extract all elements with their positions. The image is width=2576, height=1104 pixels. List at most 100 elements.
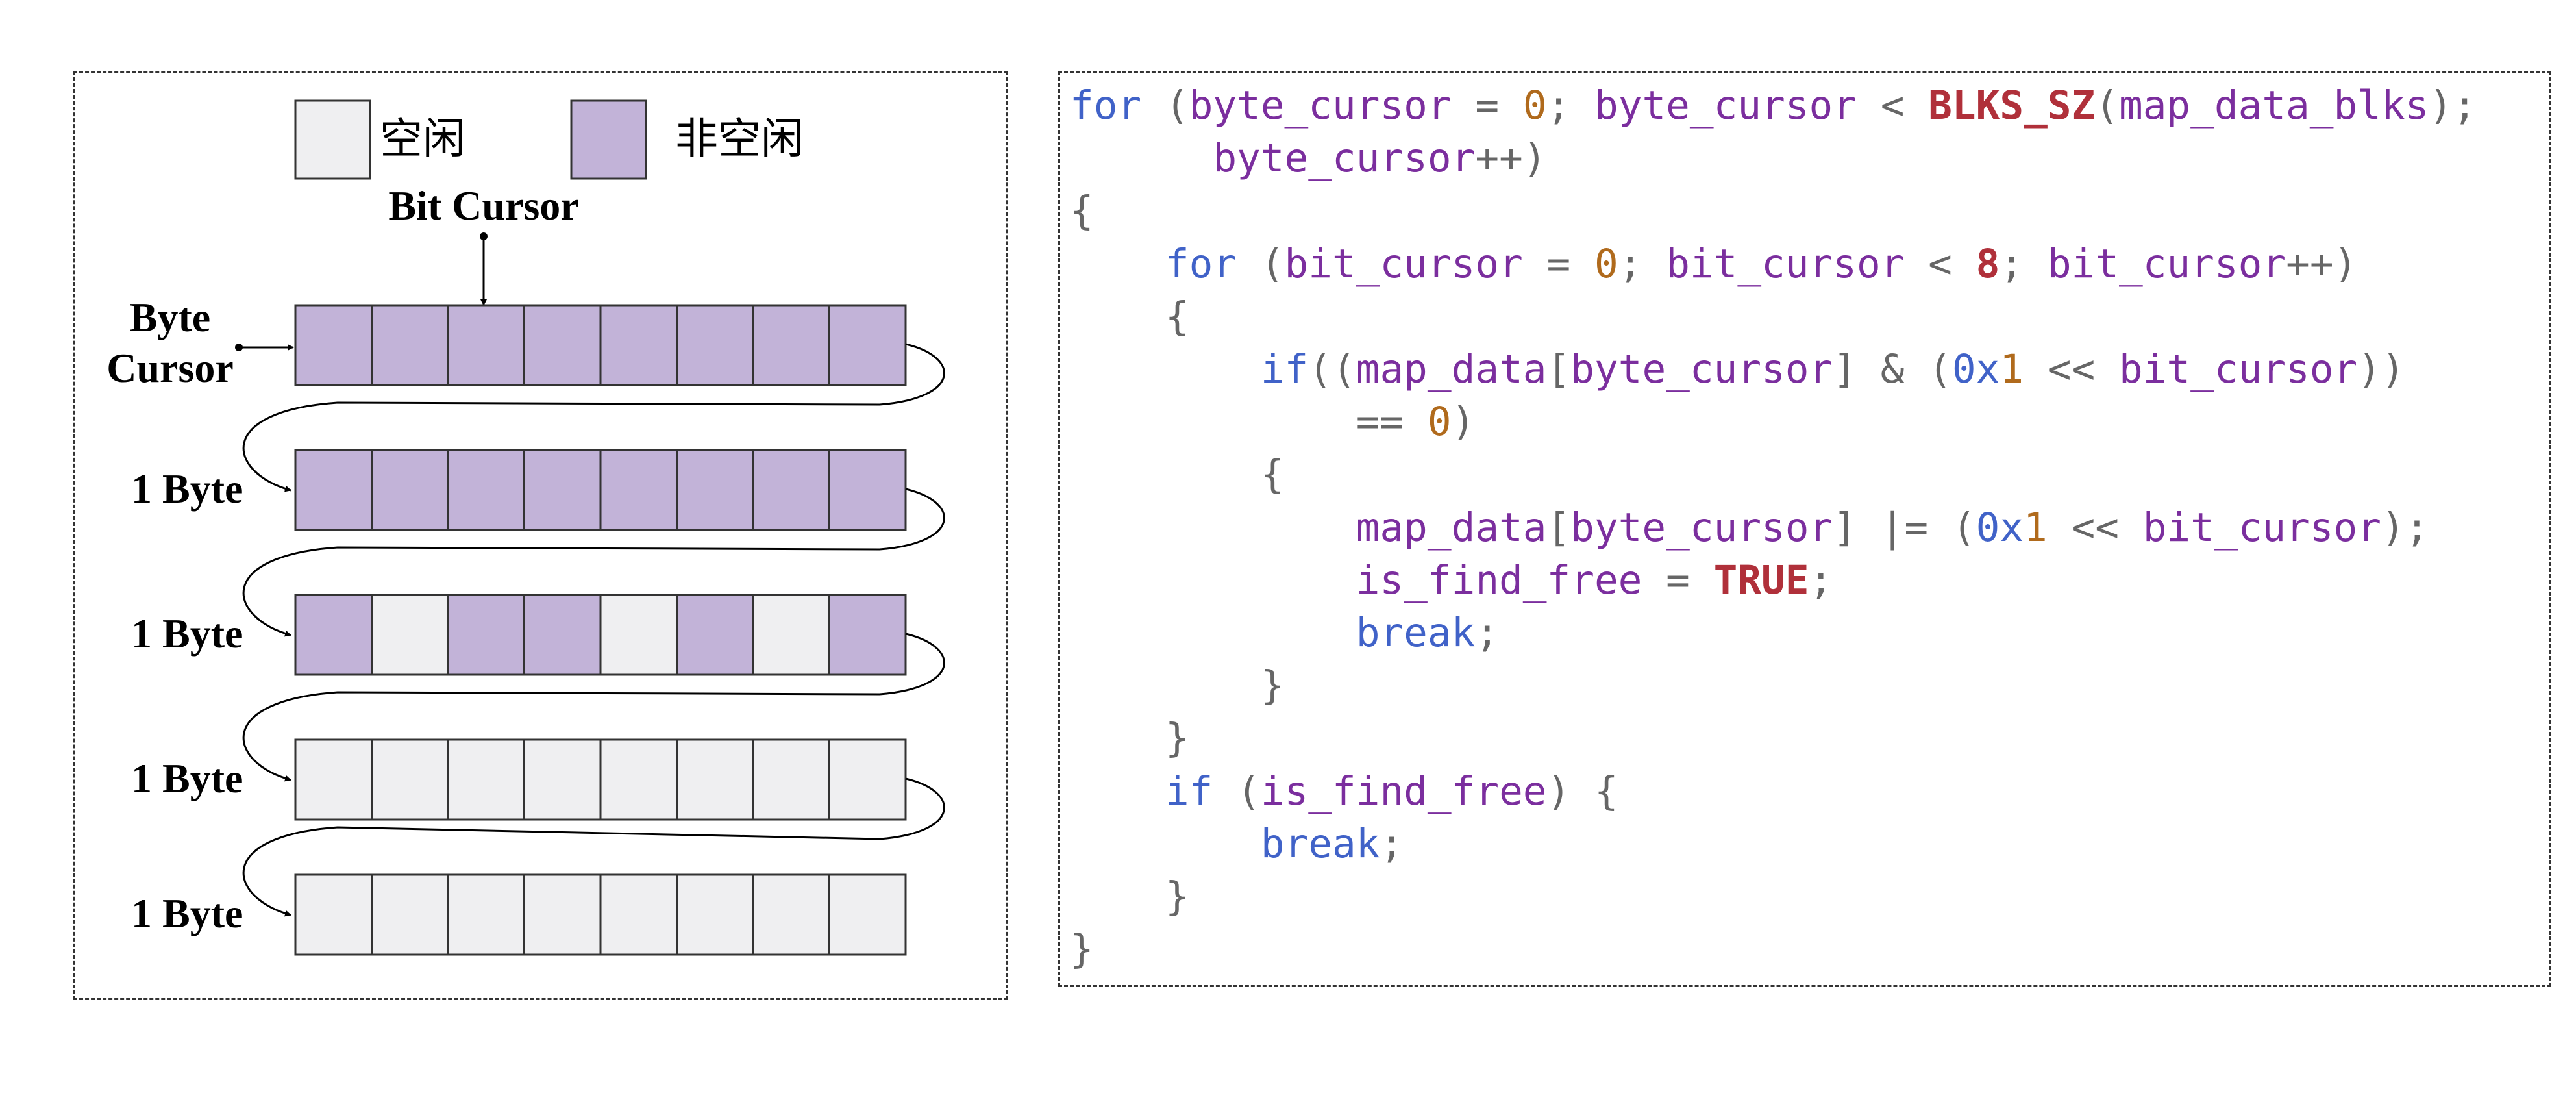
bit-cell-free bbox=[599, 594, 678, 676]
code-token: } bbox=[1070, 873, 1189, 920]
bit-cell-free bbox=[371, 738, 449, 821]
code-token bbox=[1070, 610, 1356, 656]
bit-cell-used bbox=[294, 304, 373, 386]
legend-used-swatch bbox=[570, 99, 647, 180]
bit-cell-free bbox=[447, 873, 525, 956]
code-token: ( bbox=[1141, 82, 1189, 129]
bit-cell-free bbox=[371, 873, 449, 956]
bit-cell-free bbox=[599, 738, 678, 821]
code-line: { bbox=[1070, 290, 2477, 343]
bit-cell-used bbox=[447, 594, 525, 676]
code-token: < bbox=[1856, 82, 1929, 129]
code-line: } bbox=[1070, 870, 2477, 923]
code-token bbox=[1070, 241, 1165, 287]
code-token: bit_cursor bbox=[2142, 504, 2381, 551]
bit-cell-free bbox=[752, 738, 830, 821]
code-line: if((map_data[byte_cursor] & (0x1 << bit_… bbox=[1070, 343, 2477, 395]
bit-cell-used bbox=[676, 449, 754, 531]
code-token: ( bbox=[1213, 768, 1261, 814]
code-token bbox=[1070, 346, 1261, 392]
bit-cell-free bbox=[828, 738, 907, 821]
code-token: { bbox=[1070, 451, 1285, 498]
bit-cell-free bbox=[523, 738, 602, 821]
code-token: 0 bbox=[1594, 240, 1618, 287]
code-token: 0x bbox=[1951, 346, 2000, 393]
bit-cell-used bbox=[523, 449, 602, 531]
code-token: if bbox=[1165, 768, 1213, 814]
byte-label: 1 Byte bbox=[131, 755, 243, 801]
code-token: 0 bbox=[1522, 82, 1547, 129]
code-token: ) { bbox=[1546, 768, 1618, 814]
code-token: for bbox=[1165, 240, 1237, 287]
code-token: bit_cursor bbox=[2118, 346, 2358, 393]
code-token: << bbox=[2047, 504, 2143, 551]
code-token: ); bbox=[2381, 504, 2429, 551]
code-token: { bbox=[1070, 188, 1094, 234]
bit-cell-used bbox=[676, 304, 754, 386]
bit-cell-used bbox=[523, 594, 602, 676]
code-line: for (byte_cursor = 0; byte_cursor < BLKS… bbox=[1070, 79, 2477, 132]
bit-cell-used bbox=[447, 449, 525, 531]
bit-cell-free bbox=[599, 873, 678, 956]
byte-cursor-label-line1: Byte bbox=[130, 294, 210, 340]
code-token: { bbox=[1070, 293, 1189, 340]
row-connector-arrow bbox=[242, 633, 945, 782]
code-token: ] & ( bbox=[1833, 346, 1952, 393]
legend-used-label: 非空闲 bbox=[675, 114, 804, 164]
code-token: ; bbox=[1618, 240, 1666, 287]
bit-cell-used bbox=[828, 304, 907, 386]
code-token: ; bbox=[1475, 610, 1500, 657]
bit-cursor-label: Bit Cursor bbox=[388, 182, 578, 229]
code-token bbox=[1070, 505, 1356, 551]
code-token: bit_cursor bbox=[1666, 240, 1905, 287]
byte-label: 1 Byte bbox=[131, 466, 243, 512]
code-token: BLKS_SZ bbox=[1928, 82, 2096, 129]
code-token: } bbox=[1070, 715, 1189, 762]
bit-cell-free bbox=[523, 873, 602, 956]
code-line: if (is_find_free) { bbox=[1070, 765, 2477, 818]
code-token: [ bbox=[1546, 504, 1571, 551]
row-connector-arrow bbox=[242, 343, 945, 492]
code-line: for (bit_cursor = 0; bit_cursor < 8; bit… bbox=[1070, 238, 2477, 290]
code-token: byte_cursor bbox=[1189, 82, 1452, 129]
byte-label: 1 Byte bbox=[131, 610, 243, 657]
row-connector-arrow bbox=[242, 777, 945, 917]
code-token: ++) bbox=[1475, 135, 1547, 182]
code-token: bit_cursor bbox=[1284, 240, 1523, 287]
code-token: )) bbox=[2357, 346, 2405, 393]
code-token: ; bbox=[1809, 557, 1833, 603]
bit-cell-used bbox=[294, 594, 373, 676]
code-token: 0x bbox=[1975, 504, 2024, 551]
code-line: } bbox=[1070, 712, 2477, 764]
code-line: break; bbox=[1070, 818, 2477, 870]
bit-cell-free bbox=[294, 738, 373, 821]
code-panel bbox=[1058, 71, 2551, 987]
code-token: = bbox=[1522, 240, 1594, 287]
code-token: byte_cursor bbox=[1570, 346, 1833, 393]
code-token bbox=[1070, 557, 1356, 603]
code-token: ; bbox=[1546, 82, 1594, 129]
code-token: (( bbox=[1308, 346, 1356, 393]
code-token: ); bbox=[2429, 82, 2477, 129]
bit-cell-free bbox=[828, 873, 907, 956]
code-token: < bbox=[1904, 240, 1976, 287]
code-block: for (byte_cursor = 0; byte_cursor < BLKS… bbox=[1070, 79, 2477, 975]
code-token: break bbox=[1260, 820, 1380, 867]
code-line: is_find_free = TRUE; bbox=[1070, 554, 2477, 607]
code-token: } bbox=[1070, 926, 1094, 973]
code-line: } bbox=[1070, 923, 2477, 975]
code-token: map_data_blks bbox=[2118, 82, 2429, 129]
code-token: 1 bbox=[2024, 504, 2048, 551]
bit-cell-used bbox=[447, 304, 525, 386]
bit-cell-used bbox=[523, 304, 602, 386]
code-line: map_data[byte_cursor] |= (0x1 << bit_cur… bbox=[1070, 501, 2477, 554]
code-token: bit_cursor bbox=[2047, 240, 2286, 287]
code-token: ( bbox=[2095, 82, 2119, 129]
code-token: byte_cursor bbox=[1594, 82, 1857, 129]
code-token: << bbox=[2024, 346, 2119, 393]
code-token: TRUE bbox=[1713, 557, 1809, 603]
code-token: 0 bbox=[1427, 399, 1452, 445]
code-token: ; bbox=[2000, 240, 2048, 287]
